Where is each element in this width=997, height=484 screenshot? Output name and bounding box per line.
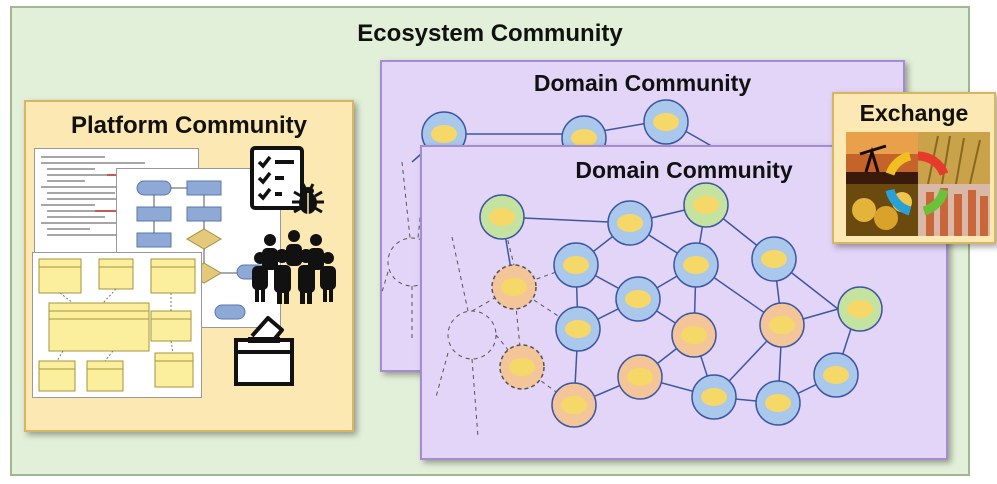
network-node	[755, 380, 801, 426]
network-node	[643, 99, 689, 145]
network-node	[837, 286, 883, 332]
ballot-box-icon	[234, 316, 294, 386]
network-node	[479, 194, 525, 240]
bug-icon	[292, 183, 324, 214]
platform-community-panel: Platform Community	[24, 100, 354, 432]
network-node	[553, 242, 599, 288]
domain-community-title-front: Domain Community	[575, 157, 793, 183]
checklist-icon	[250, 146, 304, 210]
ecosystem-community-title: Ecosystem Community	[357, 20, 623, 47]
network-node	[683, 182, 729, 228]
network-node	[751, 236, 797, 282]
network-node	[671, 312, 717, 358]
network-node	[551, 382, 597, 428]
network-node	[491, 264, 537, 310]
cycle-arrows-icon	[885, 151, 949, 216]
network-node	[813, 352, 859, 398]
commodities-collage	[846, 132, 990, 236]
copper-pipes-image	[918, 184, 990, 236]
network-node	[499, 344, 545, 390]
flowchart-graphic	[136, 180, 268, 320]
network-node	[555, 306, 601, 352]
uml-diagram-graphic	[38, 258, 196, 392]
uml-class-diagram-thumbnail	[32, 252, 202, 398]
network-node	[759, 302, 805, 348]
network-node	[691, 374, 737, 420]
network-node	[673, 242, 719, 288]
people-group-icon	[252, 230, 336, 304]
network-node	[617, 354, 663, 400]
exchange-panel: Exchange	[832, 92, 996, 244]
domain-network-front	[435, 182, 883, 438]
platform-community-title: Platform Community	[70, 112, 307, 139]
exchange-title: Exchange	[859, 100, 969, 126]
network-node	[607, 200, 653, 246]
domain-community-title-back: Domain Community	[533, 70, 752, 96]
network-node	[615, 276, 661, 322]
